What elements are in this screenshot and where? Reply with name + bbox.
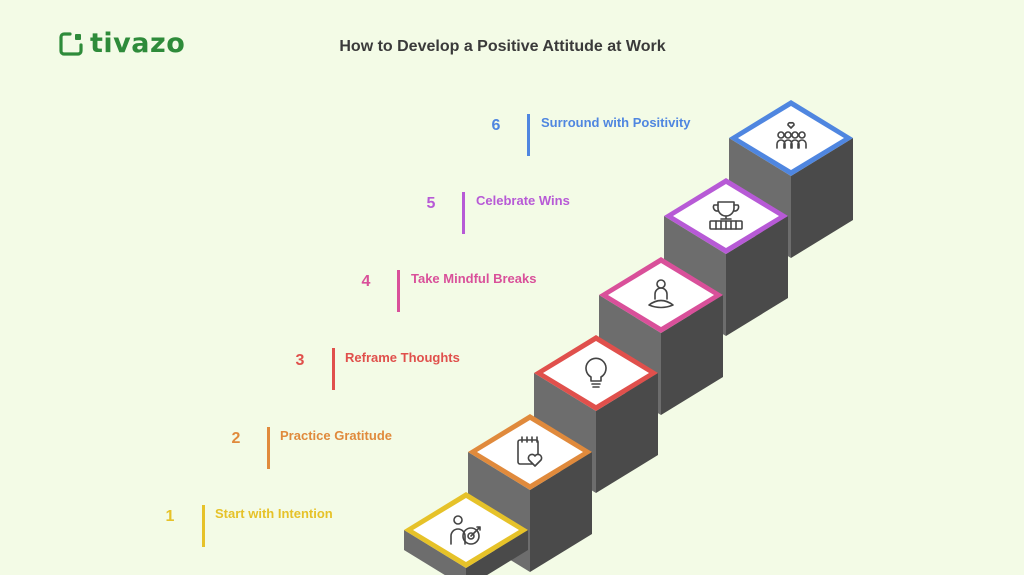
step-riser-right [596, 373, 658, 493]
group-people-icon [776, 121, 807, 149]
step-number: 6 [491, 117, 501, 134]
step-number: 1 [165, 508, 175, 525]
diagram-title: How to Develop a Positive Attitude at Wo… [339, 38, 666, 55]
step-riser-right [530, 452, 592, 572]
step-divider [462, 192, 465, 234]
step-top-face [608, 263, 714, 327]
step-divider [202, 505, 205, 547]
step-riser-left [404, 530, 466, 575]
brand-logo: tivazo [58, 28, 185, 59]
step-divider [332, 348, 335, 390]
calendar-heart-icon [517, 436, 543, 467]
step-label: Practice Gratitude [280, 428, 392, 443]
step-number: 4 [361, 273, 371, 290]
step-riser-right [661, 295, 723, 415]
step-label: Start with Intention [215, 506, 333, 521]
step-top-face [477, 420, 583, 484]
trophy-icon [709, 201, 743, 230]
step-riser-right [466, 530, 528, 575]
logo-icon [59, 31, 83, 56]
step-label: Reframe Thoughts [345, 350, 460, 365]
step-top-face [543, 341, 649, 405]
step-number: 2 [231, 430, 241, 447]
brand-name: tivazo [90, 28, 186, 59]
step-divider [527, 114, 530, 156]
meditation-icon [648, 279, 674, 309]
step-riser-right [726, 216, 788, 336]
step-label: Celebrate Wins [476, 193, 570, 208]
step-label: Surround with Positivity [541, 115, 691, 130]
step-number: 5 [426, 195, 436, 212]
step-divider [397, 270, 400, 312]
step-number: 3 [295, 352, 305, 369]
step-label: Take Mindful Breaks [411, 271, 537, 286]
lightbulb-icon [585, 357, 607, 388]
target-person-icon [450, 515, 481, 545]
step-top-face [738, 106, 844, 170]
step-divider [267, 427, 270, 469]
step-riser-right [791, 138, 853, 258]
